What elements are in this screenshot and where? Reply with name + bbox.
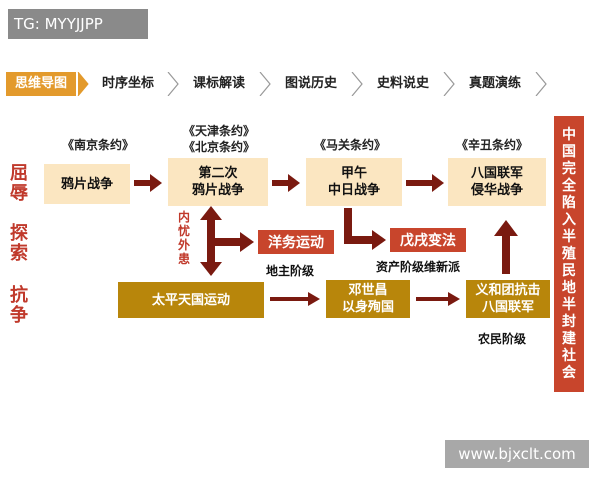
- treaty-xinchou: 《辛丑条约》: [455, 138, 528, 152]
- watermark: www.bjxclt.com: [445, 440, 589, 468]
- arrow-boxer-to-eight-nation: [494, 220, 518, 274]
- chevron-right-icon: [167, 72, 179, 96]
- label-boxer-resistance-2: 八国联军: [481, 300, 534, 315]
- box-boxer-resistance: 义和团抗击八国联军: [466, 280, 550, 318]
- box-opium-war: 鸦片战争: [44, 164, 130, 204]
- tab-exam-practice[interactable]: 真题演练: [468, 76, 521, 91]
- arrow-deng-to-boxer: [416, 292, 460, 306]
- side-label-resistance: 抗争: [10, 285, 28, 326]
- treaty-beijing: 《北京条约》: [182, 140, 255, 154]
- chevron-right-icon: [351, 72, 363, 96]
- side-label-humiliation: 屈辱: [10, 163, 28, 204]
- label-deng-shichang-1: 邓世昌: [348, 283, 388, 298]
- label-inner-outer-troubles: 内忧外患: [177, 210, 190, 266]
- label-second-opium-war-1: 第二次: [198, 166, 238, 181]
- chevron-right-icon: [535, 72, 547, 96]
- chevron-right-icon: [443, 72, 455, 96]
- arrow-double-vertical: [200, 206, 222, 276]
- treaty-maguan: 《马关条约》: [313, 138, 386, 152]
- tab-timeline[interactable]: 时序坐标: [101, 76, 154, 91]
- label-second-opium-war-2: 鸦片战争: [191, 183, 244, 198]
- arrow-taiping-to-deng: [270, 292, 320, 306]
- box-eight-nation-war: 八国联军侵华战争: [448, 158, 546, 206]
- label-taiping-movement: 太平天国运动: [151, 292, 230, 308]
- arrow-sino-japanese-to-eight-nation: [406, 174, 444, 192]
- label-sino-japanese-war-2: 中日战争: [327, 183, 380, 198]
- caption-peasant-class: 农民阶级: [478, 332, 527, 346]
- box-deng-shichang: 邓世昌以身殉国: [326, 280, 410, 318]
- chevron-right-icon: [259, 72, 271, 96]
- treaty-nanjing: 《南京条约》: [61, 138, 134, 152]
- treaty-tianjin: 《天津条约》: [182, 124, 255, 138]
- side-label-exploration: 探索: [10, 223, 28, 264]
- tab-mind-map[interactable]: 思维导图: [6, 72, 76, 96]
- label-deng-shichang-2: 以身殉国: [341, 300, 394, 315]
- arrow-sino-japanese-to-reform: [344, 208, 386, 250]
- arrow-second-opium-to-sino-japanese: [272, 174, 300, 192]
- box-sino-japanese-war: 甲午中日战争: [306, 158, 402, 206]
- chevron-right-icon: [77, 72, 89, 96]
- label-conclusion: 中国完全陷入半殖民地半封建社会: [562, 126, 576, 381]
- arrow-opium-to-second-opium: [134, 174, 162, 192]
- label-boxer-resistance-1: 义和团抗击: [475, 283, 541, 298]
- tab-curriculum[interactable]: 课标解读: [192, 76, 245, 91]
- caption-bourgeois-reformers: 资产阶级维新派: [376, 260, 461, 274]
- label-westernization-movement: 洋务运动: [268, 235, 324, 251]
- arrow-to-westernization: [215, 232, 254, 252]
- box-westernization-movement: 洋务运动: [258, 230, 334, 254]
- box-conclusion: 中国完全陷入半殖民地半封建社会: [554, 116, 584, 392]
- tab-historical-sources[interactable]: 史料说史: [376, 76, 429, 91]
- label-hundred-days-reform: 戊戌变法: [400, 233, 456, 249]
- box-second-opium-war: 第二次鸦片战争: [168, 158, 268, 206]
- corner-tag: TG: MYYJJPP: [8, 9, 148, 39]
- box-hundred-days-reform: 戊戌变法: [390, 228, 466, 252]
- tab-illustrated-history[interactable]: 图说历史: [284, 76, 337, 91]
- label-opium-war: 鸦片战争: [60, 176, 113, 192]
- box-taiping-movement: 太平天国运动: [118, 282, 264, 318]
- label-eight-nation-war-2: 侵华战争: [470, 183, 523, 198]
- label-eight-nation-war-1: 八国联军: [470, 166, 523, 181]
- caption-landlord-class: 地主阶级: [266, 264, 315, 278]
- label-sino-japanese-war-1: 甲午: [340, 166, 367, 181]
